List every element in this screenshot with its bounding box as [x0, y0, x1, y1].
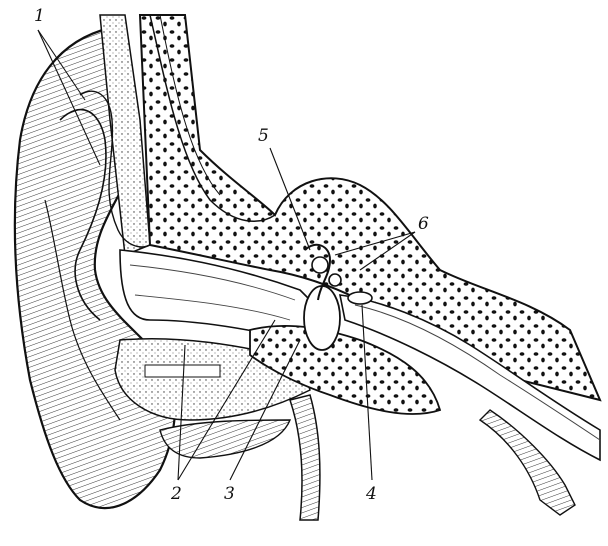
label-5: 5 — [258, 128, 269, 145]
label-1: 1 — [34, 8, 45, 25]
label-2: 2 — [171, 486, 182, 503]
label-4: 4 — [366, 486, 377, 503]
label-6: 6 — [418, 216, 429, 233]
label-3: 3 — [224, 486, 235, 503]
